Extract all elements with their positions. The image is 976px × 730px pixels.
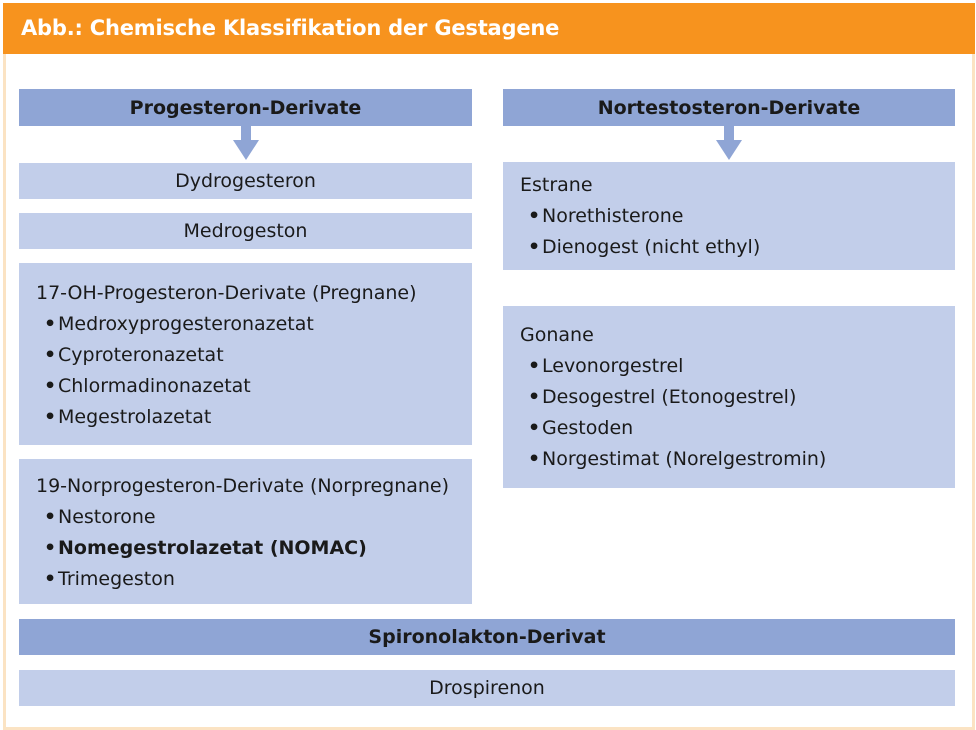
group-title: 17-OH-Progesteron-Derivate (Pregnane) <box>36 282 417 304</box>
group-title: Gonane <box>520 324 594 346</box>
progesteron-derivate-header: Progesteron-Derivate <box>19 89 472 126</box>
item-label: Dydrogesteron <box>175 170 316 192</box>
item-medrogeston: Medrogeston <box>19 213 472 249</box>
list-item: •Norgestimat (Norelgestromin) <box>528 448 827 470</box>
nortestosteron-derivate-header: Nortestosteron-Derivate <box>503 89 955 126</box>
list-item: •Norethisterone <box>528 205 684 227</box>
list-item: •Dienogest (nicht ethyl) <box>528 236 761 258</box>
list-item: •Trimegeston <box>44 568 175 590</box>
nortestosteron-derivate-label: Nortestosteron-Derivate <box>597 96 861 119</box>
list-item: •Levonorgestrel <box>528 355 684 377</box>
title-bar: Abb.: Chemische Klassifikation der Gesta… <box>3 3 975 54</box>
group-17-oh-progesteron-derivate: 17-OH-Progesteron-Derivate (Pregnane) •M… <box>19 263 472 445</box>
item-label: Medrogeston <box>183 220 308 242</box>
group-title: 19-Norprogesteron-Derivate (Norpregnane) <box>36 475 450 497</box>
arrow-down-icon <box>716 126 742 160</box>
group-estrane: Estrane •Norethisterone •Dienogest (nich… <box>503 162 955 270</box>
group-19-norprogesteron-derivate: 19-Norprogesteron-Derivate (Norpregnane)… <box>19 459 472 604</box>
item-dydrogesteron: Dydrogesteron <box>19 163 472 199</box>
group-gonane: Gonane •Levonorgestrel •Desogestrel (Eto… <box>503 306 955 488</box>
item-label: Drospirenon <box>429 677 545 699</box>
list-item: •Nomegestrolazetat (NOMAC) <box>44 537 367 559</box>
list-item: •Cyproteronazetat <box>44 344 224 366</box>
list-item: •Nestorone <box>44 506 156 528</box>
item-drospirenon: Drospirenon <box>19 670 955 706</box>
list-item: •Desogestrel (Etonogestrel) <box>528 386 797 408</box>
list-item: •Gestoden <box>528 417 634 439</box>
list-item: •Medroxyprogesteronazetat <box>44 313 314 335</box>
progesteron-derivate-label: Progesteron-Derivate <box>129 96 362 119</box>
arrow-down-icon <box>233 126 259 160</box>
figure-title: Abb.: Chemische Klassifikation der Gesta… <box>21 16 560 40</box>
spironolakton-derivat-header: Spironolakton-Derivat <box>19 619 955 655</box>
spironolakton-derivat-label: Spironolakton-Derivat <box>368 626 606 648</box>
list-item: •Chlormadinonazetat <box>44 375 251 397</box>
list-item: •Megestrolazetat <box>44 406 212 428</box>
group-title: Estrane <box>520 174 593 196</box>
